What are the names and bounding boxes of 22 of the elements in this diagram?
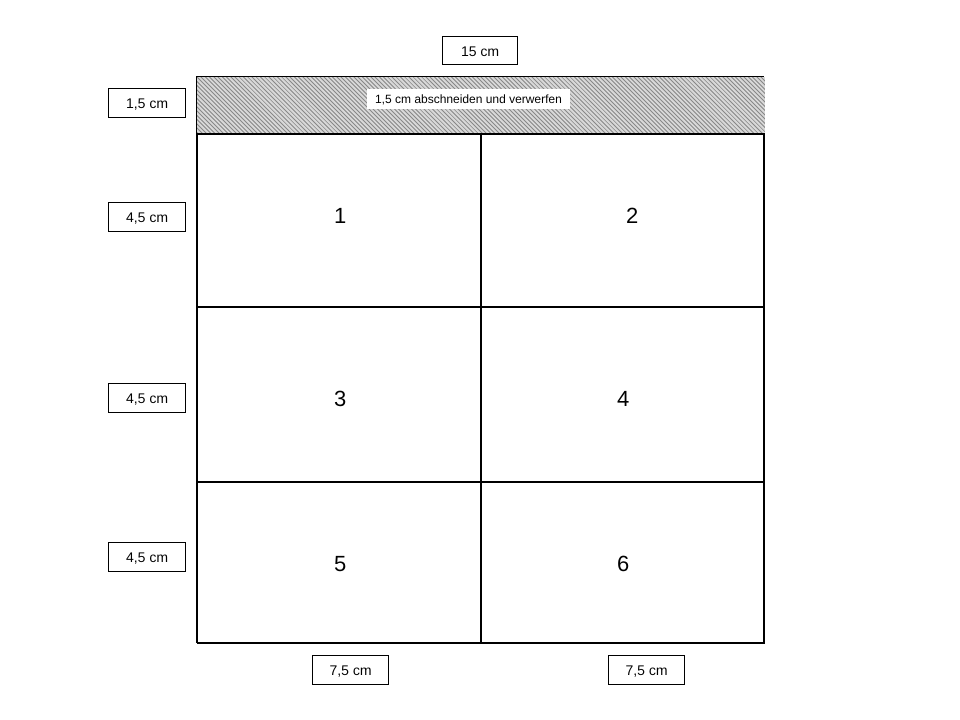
discard-strip bbox=[197, 77, 765, 134]
dimension-label: 4,5 cm bbox=[108, 383, 186, 413]
piece-cell bbox=[197, 307, 481, 482]
piece-number: 4 bbox=[617, 388, 630, 410]
dimension-label: 15 cm bbox=[442, 36, 518, 65]
piece-cell bbox=[481, 482, 765, 644]
dimension-label: 4,5 cm bbox=[108, 542, 186, 572]
piece-cell bbox=[197, 134, 481, 307]
piece-number: 5 bbox=[334, 553, 346, 575]
piece-number: 2 bbox=[626, 205, 638, 227]
piece-cell bbox=[481, 307, 765, 482]
strip-note: 1,5 cm abschneiden und verwerfen bbox=[367, 89, 570, 109]
piece-cell bbox=[197, 482, 481, 644]
piece-number: 3 bbox=[334, 388, 346, 410]
dimension-label: 1,5 cm bbox=[108, 88, 186, 118]
dimension-label: 4,5 cm bbox=[108, 202, 186, 232]
paper-sheet bbox=[196, 76, 764, 643]
piece-number: 6 bbox=[617, 553, 630, 575]
piece-cell bbox=[481, 134, 765, 307]
dimension-label: 7,5 cm bbox=[312, 655, 389, 685]
dimension-label: 7,5 cm bbox=[608, 655, 685, 685]
piece-number: 1 bbox=[334, 205, 346, 227]
